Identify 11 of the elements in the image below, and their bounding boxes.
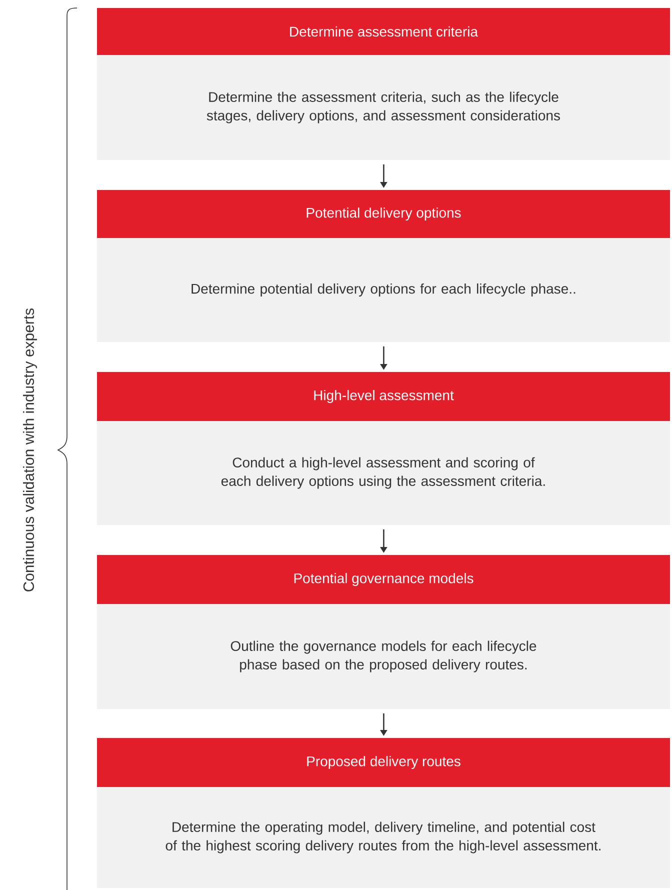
- side-label: Continuous validation with industry experts: [23, 308, 37, 592]
- node-label: Determine assessment criteria: [290, 26, 478, 37]
- step-box: High-level assessment Conduct a high-level assessment and scoring of each delivery options using the assessment criteria.: [97, 372, 670, 525]
- step-box: Proposed delivery routes Determine the operating model, delivery timeline, and potential cost of the highest scoring delivery routes from the high-level assessment.: [97, 738, 670, 888]
- node-label: Potential delivery options: [306, 207, 461, 221]
- step-box: Potential delivery options Determine potential delivery options for each lifecycle phase..: [97, 190, 670, 342]
- step-box: Determine assessment criteria Determine the assessment criteria, such as the lifecycle stages, delivery options, and assessment considerations: [97, 8, 670, 160]
- node-label: Potential governance models: [294, 572, 474, 586]
- node-label: Proposed delivery routes: [307, 756, 460, 770]
- node-label: High-level assessment: [314, 390, 454, 404]
- step-box: Potential governance models Outline the governance models for each lifecycle phase based on the proposed delivery routes.: [97, 555, 670, 709]
